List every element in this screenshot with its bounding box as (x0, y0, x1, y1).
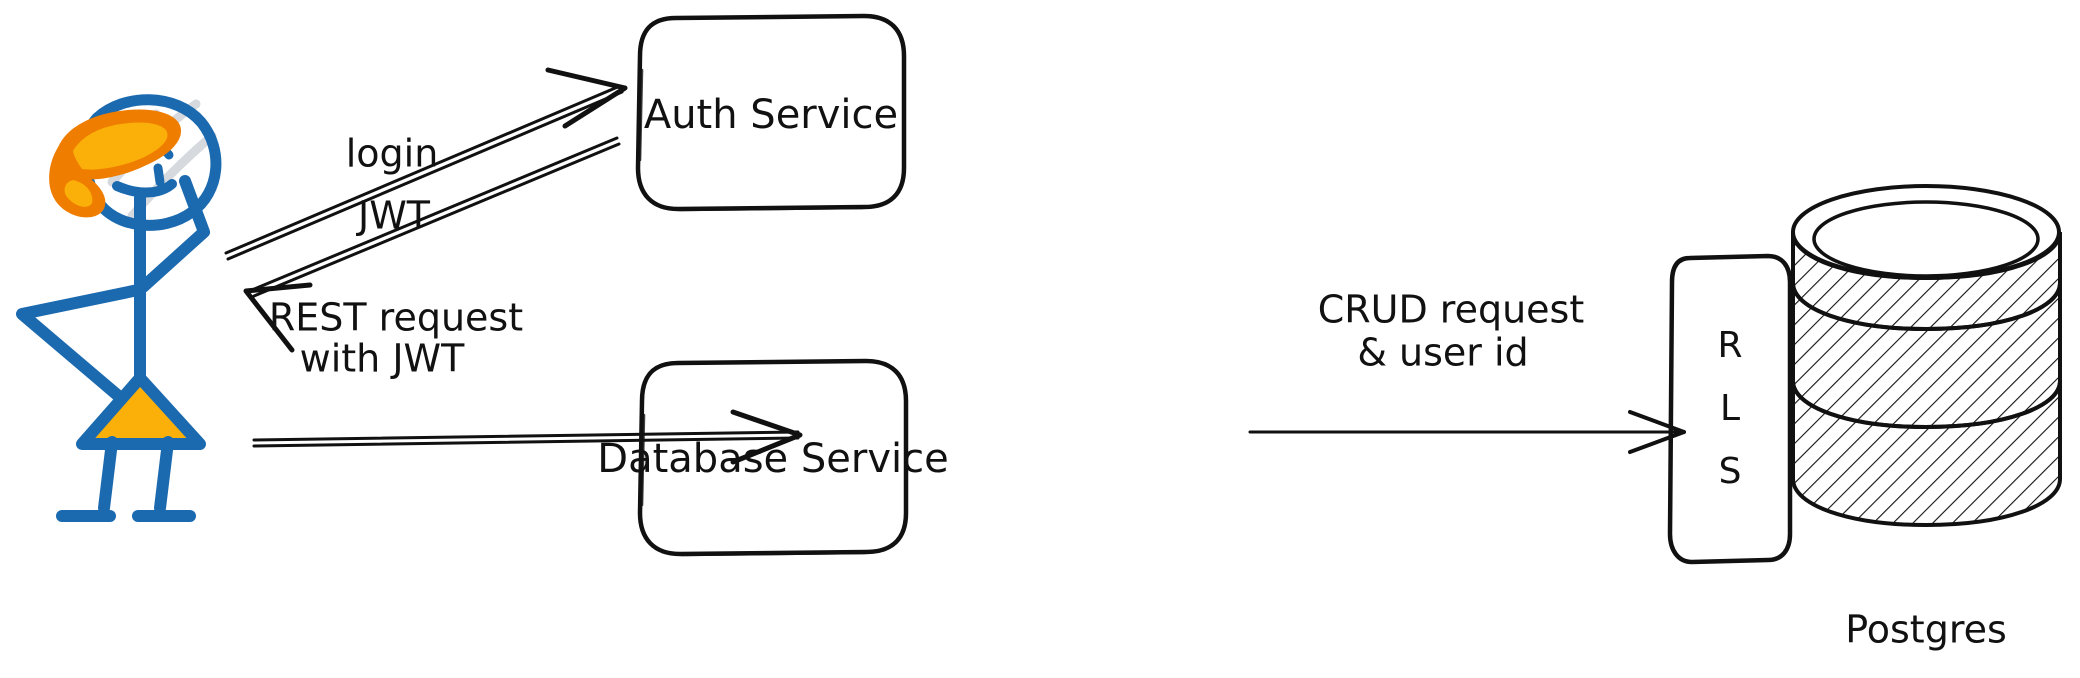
skirt (76, 372, 206, 450)
auth-service-box[interactable] (635, 13, 907, 212)
edge-crud-label-line2: & user id (1357, 331, 1528, 375)
edge-jwt-line-2 (252, 142, 621, 298)
left-leg (98, 436, 118, 514)
edge-rest-label-line1: REST request (269, 296, 523, 340)
edge-crud-label-line1: CRUD request (1318, 288, 1585, 332)
node-rls[interactable]: R L S (1667, 253, 1793, 565)
smile (112, 179, 177, 198)
edge-rest-line-2 (252, 436, 800, 448)
node-postgres[interactable]: Postgres (1791, 184, 2062, 652)
node-database-service[interactable]: Database Service (597, 358, 949, 557)
right-leg (154, 436, 174, 514)
edge-crud-request (1248, 410, 1686, 454)
rls-label-s: S (1719, 451, 1742, 492)
edge-jwt-arrowhead (243, 282, 313, 353)
edge-login-arrowhead (545, 67, 628, 129)
edge-rest-request (252, 409, 803, 465)
edge-login-label: login (346, 132, 439, 176)
rls-label-r: R (1717, 325, 1742, 366)
right-arm (137, 175, 210, 293)
edge-jwt-line (250, 136, 619, 292)
edge-login-line-2 (226, 90, 624, 261)
hat-fill (73, 122, 168, 170)
edge-login-line (224, 84, 622, 255)
hat-knot-fill (64, 180, 93, 207)
edge-crud-arrowhead (1628, 410, 1686, 454)
auth-service-label: Auth Service (644, 92, 898, 138)
node-auth-service[interactable]: Auth Service (635, 13, 907, 212)
postgres-top-face-inner (1812, 200, 2040, 278)
database-service-label: Database Service (597, 436, 948, 482)
edge-jwt (243, 136, 621, 353)
postgres-cylinder[interactable] (1791, 184, 2062, 528)
edge-rest-label-line2: with JWT (300, 337, 465, 381)
edge-rest-arrowhead (730, 409, 803, 465)
database-service-box[interactable] (637, 358, 909, 557)
rls-label-l: L (1720, 388, 1740, 429)
user-stick-figure (16, 94, 222, 522)
postgres-label: Postgres (1845, 608, 2007, 652)
edge-login (224, 67, 628, 261)
left-arm (16, 284, 144, 405)
rls-box[interactable] (1667, 253, 1793, 565)
nose (153, 163, 165, 187)
database-service-box-sketch-overstroke (640, 413, 866, 557)
auth-service-box-sketch-overstroke (638, 68, 864, 212)
edge-rest-line (252, 430, 800, 442)
edge-jwt-label: JWT (356, 194, 431, 238)
